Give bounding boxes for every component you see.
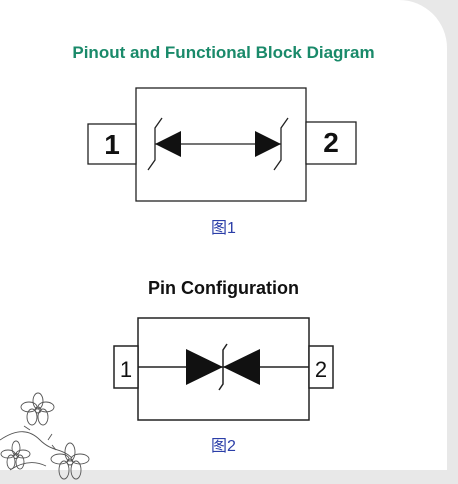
- figure1-pin2-label: 2: [323, 127, 339, 158]
- figure1-diode-right: [255, 131, 281, 157]
- figure2-pin2-label: 2: [315, 357, 327, 382]
- figure1-diode-left: [155, 131, 181, 157]
- figure2-title: Pin Configuration: [148, 278, 299, 298]
- figure2-diode-left: [186, 349, 223, 385]
- figure1-pin1-box: [87, 123, 137, 165]
- figure1-pin1-label: 1: [104, 129, 120, 160]
- figure1-caption: 图1: [211, 220, 236, 237]
- figure1-pin2-box: [305, 121, 357, 165]
- figure1-diode-right-zener-bar: [273, 117, 289, 171]
- figure2-pin1-label: 1: [120, 357, 132, 382]
- figure1-diode-left-zener-bar: [147, 117, 163, 171]
- figure2-diagram: 1 2: [113, 317, 334, 421]
- figure2-pin2-box: [308, 345, 334, 389]
- figure1-diagram: 1 2: [87, 87, 357, 202]
- figure1-title: Pinout and Functional Block Diagram: [72, 43, 375, 62]
- figure2-zener-bar: [218, 343, 228, 391]
- figure2-caption: 图2: [211, 438, 236, 455]
- flower-doodle-decoration: [0, 392, 90, 480]
- figure2-diode-right: [223, 349, 260, 385]
